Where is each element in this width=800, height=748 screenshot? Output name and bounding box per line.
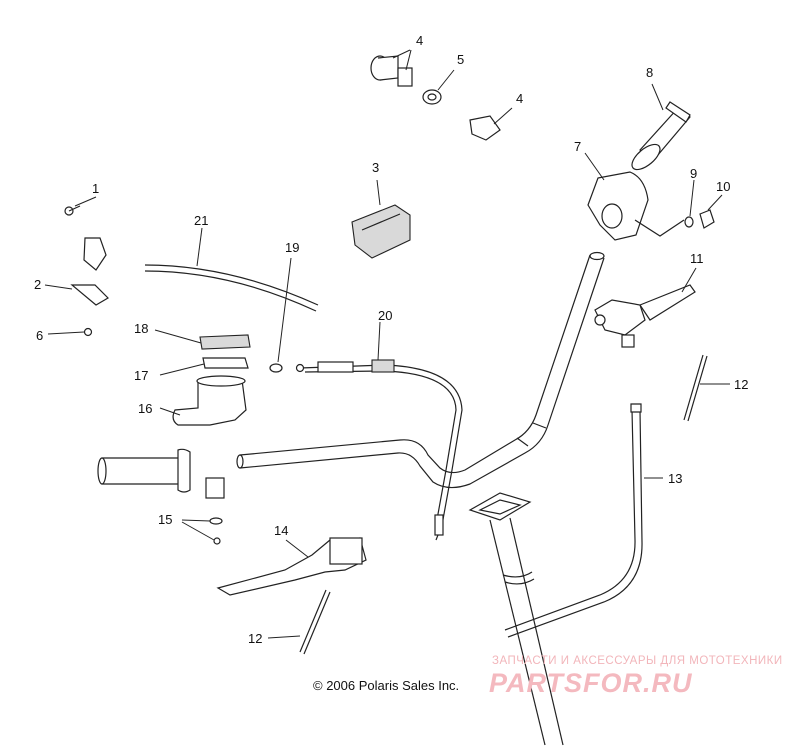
callout-12-lower: 12	[248, 631, 262, 646]
watermark-tagline: ЗАПЧАСТИ И АКСЕССУАРЫ ДЛЯ МОТОТЕХНИКИ	[492, 655, 783, 667]
part-11-lever	[594, 267, 697, 348]
callout-8: 8	[646, 65, 653, 80]
steering-post	[468, 492, 564, 746]
left-grip	[97, 448, 191, 493]
callout-4-keyswitch: 4	[416, 33, 423, 48]
part-10-nut	[699, 194, 723, 229]
callout-7: 7	[574, 139, 581, 154]
callout-21: 21	[194, 213, 208, 228]
part-4-keyswitch	[370, 49, 413, 87]
part-20-throttle-cable	[295, 321, 463, 541]
callout-4-cap: 4	[516, 91, 523, 106]
callout-13: 13	[668, 471, 682, 486]
part-17-gasket	[159, 357, 249, 376]
callout-16: 16	[138, 401, 152, 416]
part-12-tie-lower	[267, 589, 331, 655]
callout-18: 18	[134, 321, 148, 336]
callout-2: 2	[34, 277, 41, 292]
part-16-reservoir	[159, 375, 247, 426]
callout-20: 20	[378, 308, 392, 323]
callout-3: 3	[372, 160, 379, 175]
callout-14: 14	[274, 523, 288, 538]
part-1-screw	[64, 196, 97, 216]
callout-15: 15	[158, 512, 172, 527]
callout-11: 11	[690, 251, 704, 266]
part-18-cover	[154, 329, 251, 350]
callout-6: 6	[36, 328, 43, 343]
part-8-grip	[631, 83, 691, 171]
part-21-rod	[144, 227, 319, 312]
part-5-nut	[422, 69, 455, 105]
part-6-screw	[47, 327, 93, 337]
part-9-washer	[684, 179, 695, 228]
callout-17: 17	[134, 368, 148, 383]
callout-12-upper: 12	[734, 377, 748, 392]
callout-10: 10	[716, 179, 730, 194]
part-2-clamp	[44, 237, 109, 306]
callout-5: 5	[457, 52, 464, 67]
copyright-notice: © 2006 Polaris Sales Inc.	[313, 678, 460, 693]
part-7-throttle-housing	[584, 152, 685, 241]
part-3-switch	[351, 179, 411, 259]
part-15-clamp	[181, 477, 225, 545]
part-12-tie-upper	[683, 354, 730, 422]
watermark-logo: PARTSFOR.RU	[489, 668, 693, 698]
part-13-cable	[504, 403, 663, 638]
callout-19: 19	[285, 240, 299, 255]
callout-1: 1	[92, 181, 99, 196]
callout-9: 9	[690, 166, 697, 181]
part-4-cap	[469, 107, 513, 141]
part-19-oring	[269, 257, 292, 373]
part-14-brake-lever	[216, 537, 367, 596]
